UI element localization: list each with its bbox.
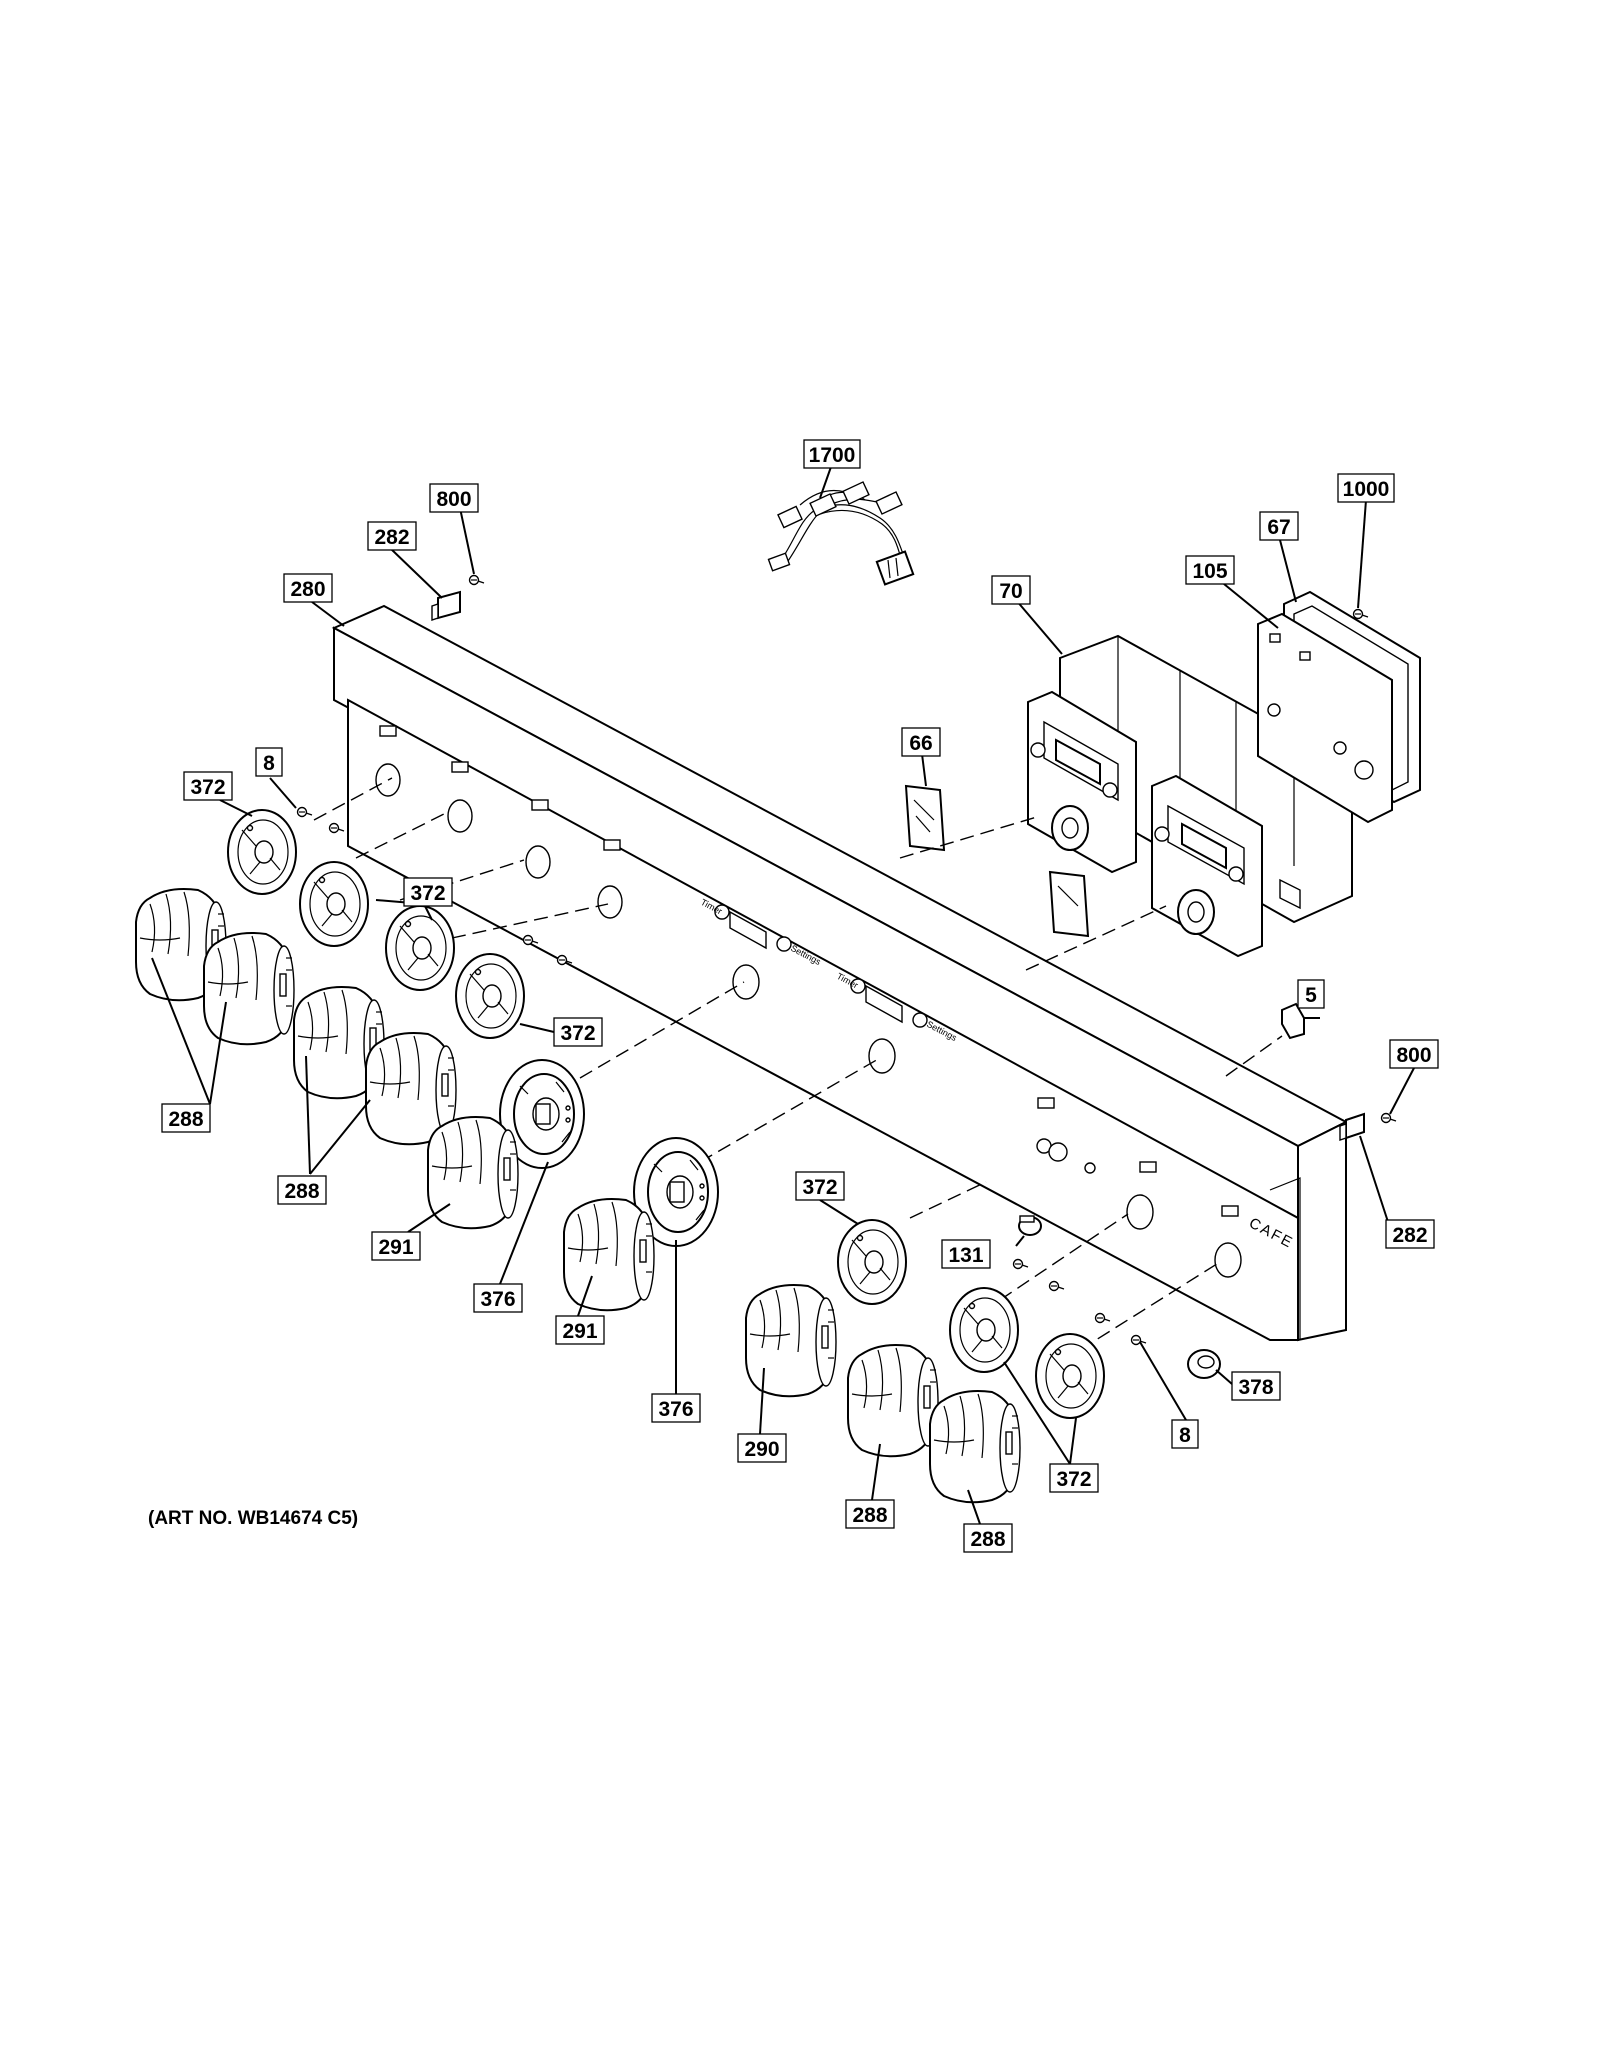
svg-text:282: 282 [374,526,409,549]
wire-harness [767,481,915,586]
indicator-light-131 [1018,1215,1042,1236]
callout-290: 290 [737,1433,787,1463]
screw-800-top [468,574,485,586]
oven-knob-291-1 [427,1116,519,1230]
callout-288: 288 [161,1103,211,1133]
display-window-lower [1048,870,1090,938]
knob-bezel-372-1 [227,809,297,895]
burner-knob-288-5 [847,1344,939,1458]
svg-text:800: 800 [436,488,471,511]
callout-378: 378 [1231,1371,1281,1401]
mounting-bracket-left [431,590,461,621]
control-panel-backsplash [331,604,1349,1342]
griddle-knob-290 [745,1284,837,1398]
callout-800: 800 [1389,1039,1439,1069]
callout-8: 8 [1171,1419,1199,1449]
callout-372: 372 [795,1171,845,1201]
callout-800: 800 [429,483,479,513]
callout-70: 70 [991,575,1031,605]
svg-text:378: 378 [1238,1376,1273,1399]
callout-1000: 1000 [1337,473,1395,503]
callout-282: 282 [367,521,417,551]
svg-text:280: 280 [290,578,325,601]
callout-376: 376 [651,1393,701,1423]
svg-text:372: 372 [410,882,445,905]
svg-text:8: 8 [263,752,275,775]
callout-280: 280 [283,573,333,603]
svg-text:376: 376 [480,1288,515,1311]
leader-lines [151,463,1415,1525]
svg-text:372: 372 [190,776,225,799]
callout-372: 372 [553,1017,603,1047]
explode-lines [313,777,1283,1351]
callout-372: 372 [183,771,233,801]
oven-knob-291-2 [563,1198,655,1312]
callout-372: 372 [403,877,453,907]
callout-291: 291 [371,1231,421,1261]
svg-text:800: 800 [1396,1044,1431,1067]
svg-text:372: 372 [802,1176,837,1199]
svg-text:372: 372 [560,1022,595,1045]
svg-text:291: 291 [562,1320,597,1343]
callout-66: 66 [901,727,941,757]
svg-text:66: 66 [909,732,932,755]
art-number-note: (ART NO. WB14674 C5) [148,1508,359,1529]
burner-knob-288-6 [929,1390,1021,1504]
callout-288: 288 [963,1523,1013,1553]
callout-labels: 1700 800 282 280 1000 67 105 70 66 8 372… [161,439,1439,1553]
svg-text:67: 67 [1267,516,1290,539]
callout-291: 291 [555,1315,605,1345]
screw-1000 [1352,608,1369,620]
svg-text:131: 131 [948,1244,983,1267]
screw-800-right [1380,1112,1397,1124]
svg-text:376: 376 [658,1398,693,1421]
callout-372: 372 [1049,1463,1099,1493]
svg-text:1700: 1700 [809,444,856,467]
mounting-bracket-right [1339,1112,1365,1141]
callout-131: 131 [941,1239,991,1269]
svg-text:8: 8 [1179,1424,1191,1447]
knob-bezel-372-4 [455,953,525,1039]
grommet-378 [1187,1349,1221,1379]
callout-282: 282 [1385,1219,1435,1249]
callout-67: 67 [1259,511,1299,541]
oven-control-housing [1027,634,1353,958]
svg-text:105: 105 [1192,560,1227,583]
svg-text:70: 70 [999,580,1022,603]
knob-bezel-372-3 [385,905,455,991]
callout-5: 5 [1297,979,1325,1009]
svg-text:288: 288 [852,1504,887,1527]
callout-8: 8 [255,747,283,777]
svg-text:288: 288 [168,1108,203,1131]
callout-288: 288 [277,1175,327,1205]
knob-bezel-372-6 [949,1287,1019,1373]
callout-1700: 1700 [803,439,861,469]
knob-bezel-372-2 [299,861,369,947]
control-board [1257,612,1393,824]
display-window-66 [904,784,946,852]
callout-105: 105 [1185,555,1235,585]
burner-knob-288-2 [203,932,295,1046]
svg-text:291: 291 [378,1236,413,1259]
svg-text:290: 290 [744,1438,779,1461]
callout-376: 376 [473,1283,523,1313]
svg-text:372: 372 [1056,1468,1091,1491]
knob-bezel-372-5 [837,1219,907,1305]
svg-text:288: 288 [284,1180,319,1203]
svg-text:282: 282 [1392,1224,1427,1247]
svg-text:288: 288 [970,1528,1005,1551]
svg-text:1000: 1000 [1343,478,1390,501]
switch-5 [1281,1002,1305,1040]
svg-text:5: 5 [1305,984,1317,1007]
callout-288: 288 [845,1499,895,1529]
knob-bezel-372-7 [1035,1333,1105,1419]
